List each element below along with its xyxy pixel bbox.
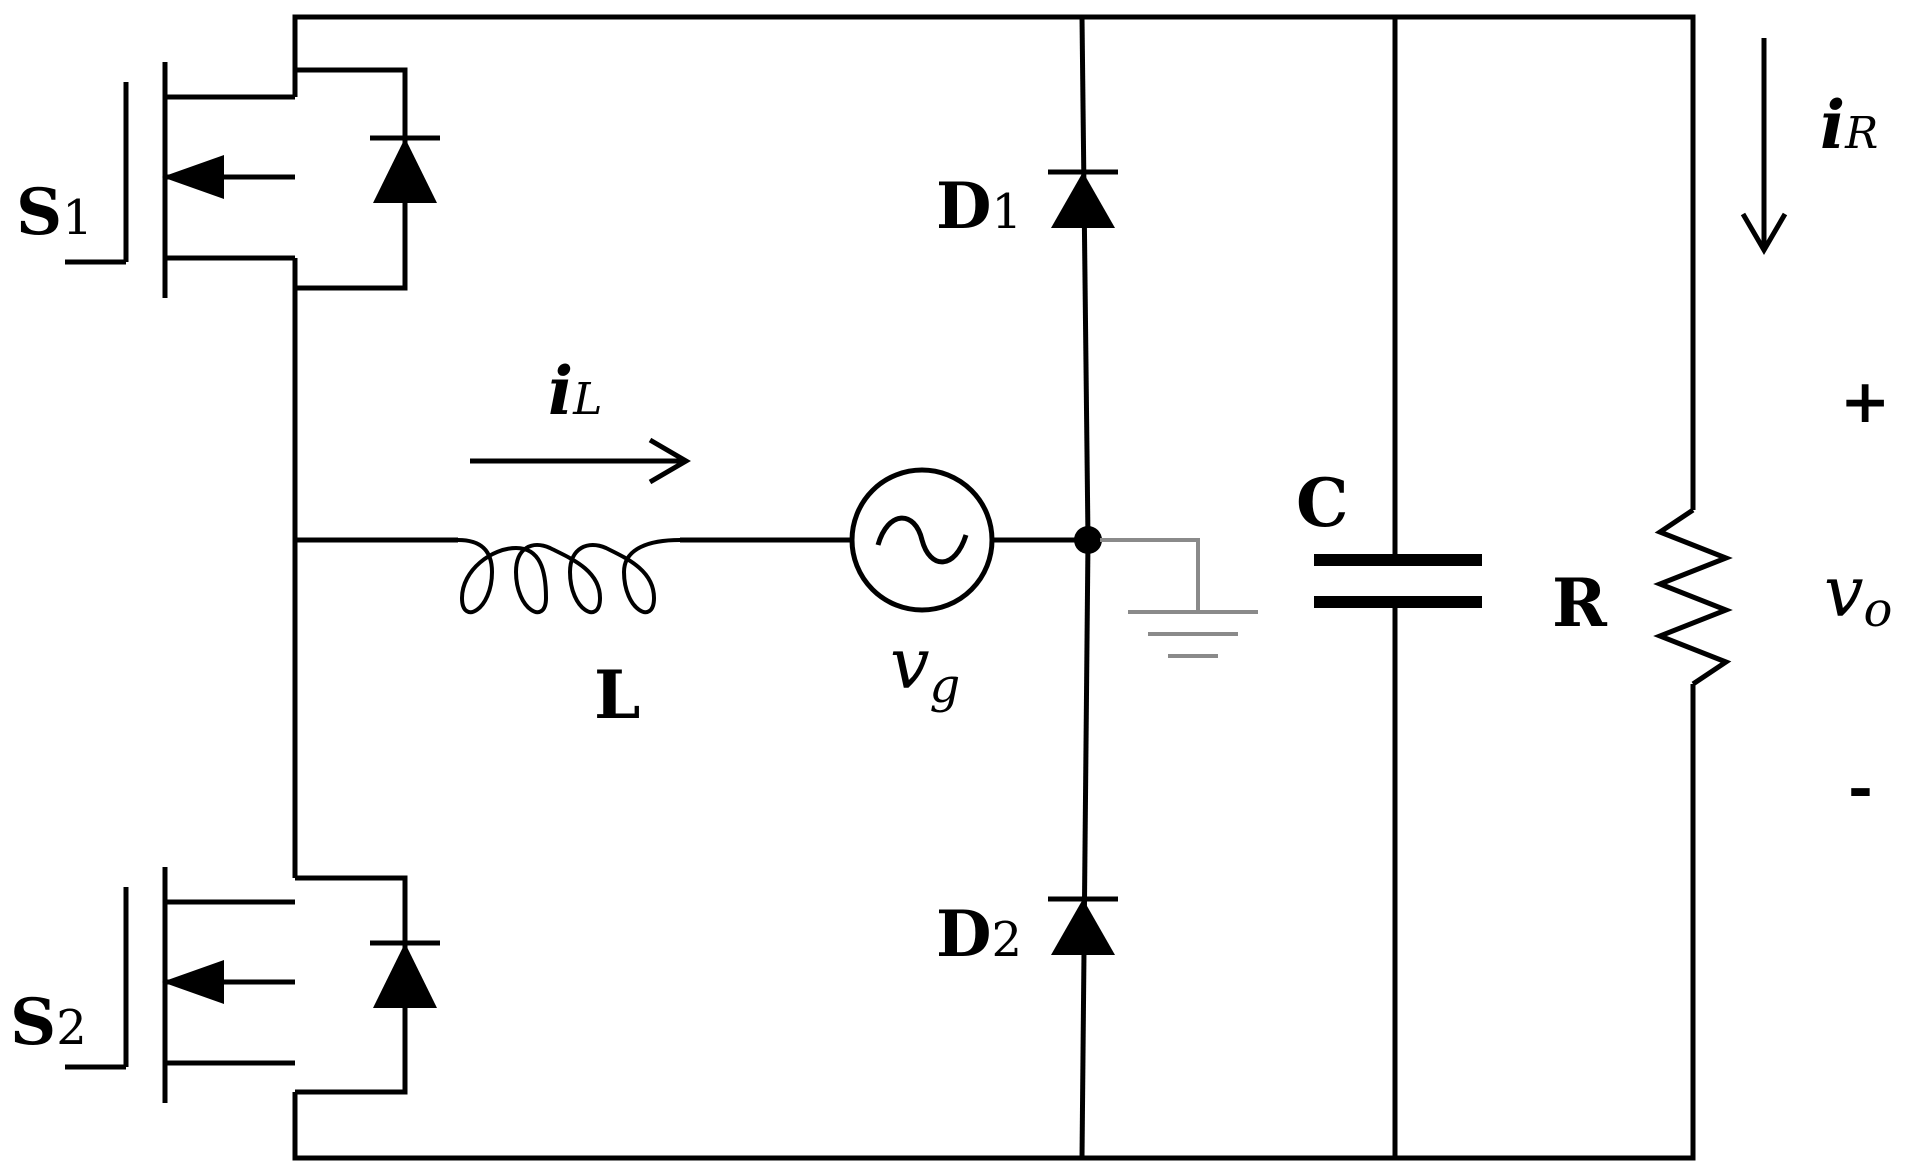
- d2-diode-icon: [1051, 899, 1115, 955]
- mosfet-s2: [65, 867, 440, 1103]
- s2-gate-arrow-icon: [162, 960, 224, 1004]
- diode-d1: [1048, 169, 1118, 228]
- inductor-current-label: iL: [548, 352, 602, 430]
- s2-body-diode-icon: [373, 943, 437, 1008]
- switch-s1-label: S1: [16, 175, 93, 250]
- ac-source-vg: [849, 467, 995, 613]
- diode-d2-label: D2: [936, 897, 1022, 972]
- wires: [292, 14, 1696, 1161]
- output-minus-sign: -: [1848, 753, 1873, 823]
- inductor-label: L: [594, 656, 640, 734]
- junction-node: [1074, 526, 1102, 554]
- output-plus-sign: +: [1840, 367, 1890, 437]
- diode-d2: [1048, 896, 1118, 955]
- load-current-arrow: [1740, 38, 1788, 255]
- capacitor-c: [1314, 554, 1482, 608]
- inductor-current-arrow: [470, 437, 691, 485]
- bottom-rail-wire: [292, 684, 1696, 1161]
- output-voltage-label: vo: [1824, 551, 1892, 638]
- diode-leg-bottom-wire: [1079, 539, 1091, 1159]
- resistor-zigzag-icon: [1653, 507, 1733, 687]
- diode-leg-top-wire: [1079, 16, 1091, 541]
- diode-d1-label: D1: [936, 169, 1022, 244]
- source-voltage-label: vg: [890, 623, 960, 714]
- switch-s2-label: S2: [10, 985, 87, 1060]
- s1-body-diode-icon: [373, 138, 437, 203]
- mosfet-s1: [65, 62, 440, 298]
- s1-gate-arrow-icon: [162, 155, 224, 199]
- d1-diode-icon: [1051, 172, 1115, 228]
- load-current-label: iR: [1820, 86, 1878, 164]
- sine-wave-icon: [875, 515, 969, 565]
- inductor-coil-icon: [457, 538, 681, 614]
- top-rail-wire: [292, 14, 1696, 510]
- resistor-label: R: [1552, 564, 1608, 642]
- ground-symbol-icon: [1100, 538, 1258, 658]
- capacitor-label: C: [1296, 464, 1349, 542]
